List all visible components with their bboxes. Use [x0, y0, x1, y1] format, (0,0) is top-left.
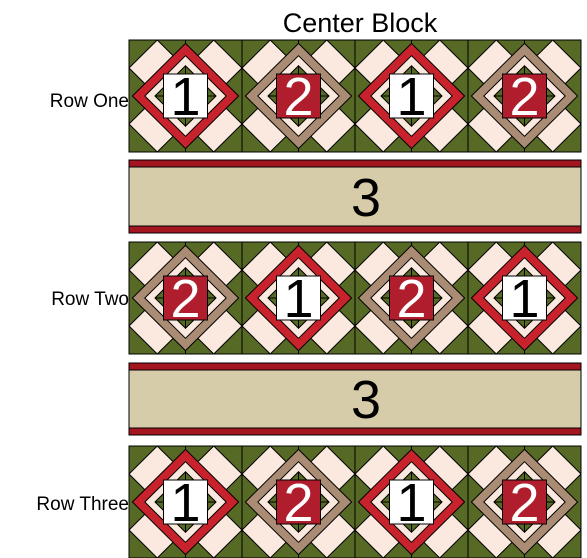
block-number-2: 2 [283, 473, 313, 533]
quilt-block-2: 2 [355, 242, 468, 354]
row-label: Row Two [51, 289, 129, 310]
block-number-2: 2 [509, 473, 539, 533]
block-number-3: 3 [351, 168, 381, 228]
quilt-block-1: 1 [355, 446, 468, 558]
quilt-block-2: 2 [242, 40, 355, 152]
quilt-block-1: 1 [129, 446, 242, 558]
block-number-1: 1 [396, 67, 426, 127]
block-number-2: 2 [170, 269, 200, 329]
quilt-block-1: 1 [355, 40, 468, 152]
quilt-block-2: 2 [242, 446, 355, 558]
block-number-1: 1 [283, 269, 313, 329]
block-number-1: 1 [170, 473, 200, 533]
quilt-block-2: 2 [129, 242, 242, 354]
block-number-1: 1 [396, 473, 426, 533]
quilt-block-1: 1 [129, 40, 242, 152]
sashing-top-band [129, 363, 581, 370]
block-number-2: 2 [283, 67, 313, 127]
quilt-row-1: 1 2 1 2 Row One [50, 40, 581, 152]
quilt-block-2: 2 [468, 446, 581, 558]
quilt-row-2: 2 1 2 1 Row Two [51, 242, 581, 354]
sashing-top-band [129, 160, 581, 167]
block-number-1: 1 [170, 67, 200, 127]
row-label: Row One [50, 91, 129, 112]
block-number-1: 1 [509, 269, 539, 329]
block-number-3: 3 [351, 370, 381, 430]
quilt-block-1: 1 [242, 242, 355, 354]
row-label: Row Three [36, 494, 129, 515]
quilt-row-3: 1 2 1 2 Row Three [36, 446, 581, 558]
quilt-block-2: 2 [468, 40, 581, 152]
sashing-strip-1: 3 [129, 160, 581, 233]
block-number-2: 2 [509, 67, 539, 127]
block-number-2: 2 [396, 269, 426, 329]
diagram-title: Center Block [283, 8, 438, 38]
sashing-strip-2: 3 [129, 363, 581, 435]
quilt-block-1: 1 [468, 242, 581, 354]
